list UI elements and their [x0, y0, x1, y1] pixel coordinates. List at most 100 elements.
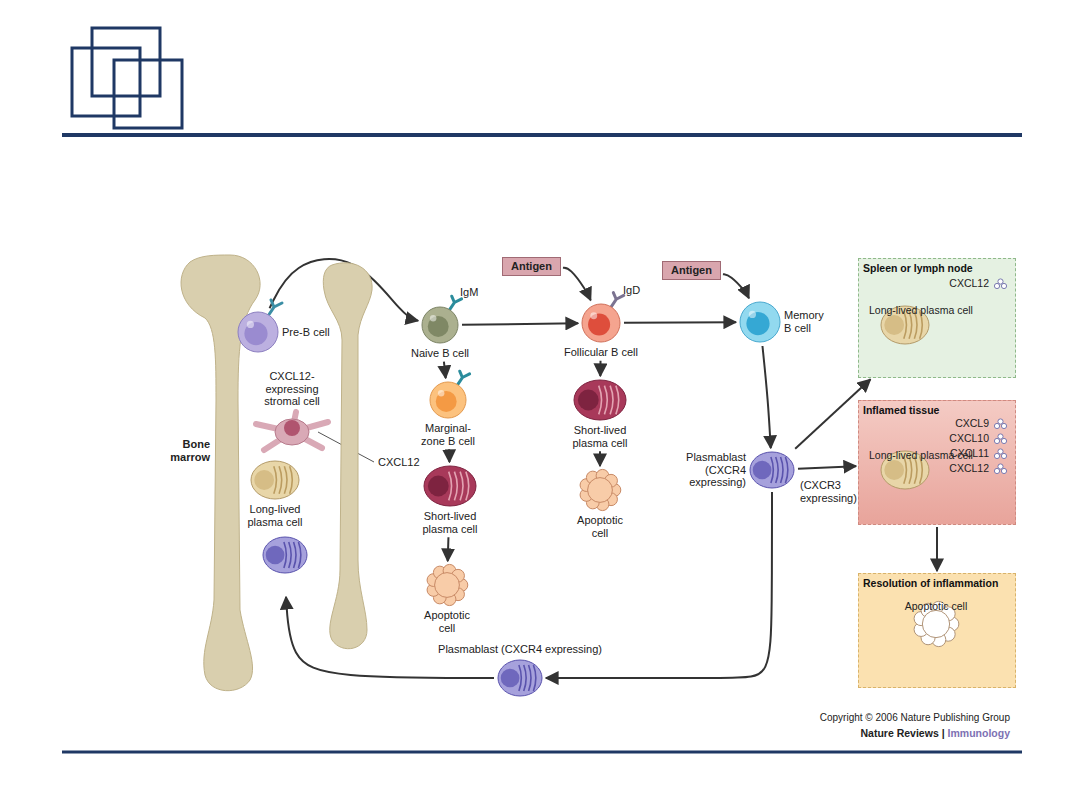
cell-drawing: [430, 371, 470, 418]
apoptotic-cell: Apoptotic cell: [572, 468, 628, 539]
arrow-connector: [599, 451, 601, 466]
cell-shape: [428, 380, 468, 420]
cell-shape: [496, 658, 544, 698]
cell-shape: [738, 300, 782, 344]
cell-label: Apoptotic cell: [572, 514, 628, 539]
cell-label: Marginal- zone B cell: [417, 422, 479, 447]
cell-label: Apoptotic cell: [905, 600, 967, 612]
cell-shape: [252, 410, 332, 454]
chemokine-icon: [992, 278, 1010, 290]
plasmablast: Plasmablast (CXCR4 expressing): [674, 450, 796, 490]
inflamed-tissue-panel: Inflamed tissueCXCL9CXCL10CXCL11CXCL12Lo…: [858, 400, 1016, 525]
cell-shape: [748, 450, 796, 490]
stromal-cell: CXCL12- expressing stromal cell: [246, 370, 338, 454]
naive-b-cell: Naive B cell: [411, 305, 469, 360]
cell-label: Plasmablast (CXCR4 expressing): [674, 451, 746, 489]
chemokine-icon: [992, 448, 1010, 460]
antigen-box: Antigen: [502, 257, 561, 276]
cell-drawing: [424, 466, 476, 506]
diagram-label: (CXCR3 expressing): [800, 479, 862, 504]
credit-line: Immunology: [948, 727, 1010, 739]
cell-label: Pre-B cell: [282, 326, 330, 339]
short-lived-plasma-cell: Short-lived plasma cell: [568, 378, 632, 449]
arrow-connector: [624, 321, 736, 324]
arrow-connector: [286, 597, 494, 678]
logo-square: [114, 60, 182, 128]
arrow-connector: [563, 268, 591, 300]
logo-square: [92, 28, 160, 96]
cell-shape: [578, 468, 622, 512]
bone-label: Bone marrow: [162, 438, 210, 463]
cell-drawing: [256, 412, 328, 450]
long-lived-plasma-cell: Long-lived plasma cell: [879, 449, 931, 491]
arrow-connector: [798, 466, 856, 469]
antigen-box: Antigen: [662, 261, 721, 280]
cell-shape: [422, 464, 478, 508]
cell-label: Long-lived plasma cell: [869, 304, 941, 316]
cell-drawing: [750, 452, 794, 488]
cell-label: Memory B cell: [784, 309, 832, 334]
short-lived-plasma-cell: Short-lived plasma cell: [418, 464, 482, 535]
chemokine-label: CXCL12: [949, 462, 989, 474]
cell-label: Plasmablast (CXCR4 expressing): [438, 643, 602, 656]
arrow-connector: [462, 323, 578, 324]
cell-label: Naive B cell: [411, 347, 469, 360]
chemokine-label: CXCL12: [949, 277, 989, 289]
box-label: Antigen: [671, 264, 712, 277]
chemokine-label: CXCL11: [950, 447, 989, 459]
apoptotic-cell: Apoptotic cell: [912, 600, 960, 648]
memory-b-cell: Memory B cell: [738, 300, 832, 344]
cell-drawing: [422, 296, 462, 343]
cell-drawing: [238, 300, 282, 352]
header-rule: [62, 133, 1022, 137]
cell-shape: [580, 302, 622, 344]
cell-drawing: [498, 660, 542, 696]
diagram-label: IgM: [460, 286, 478, 299]
arrow-connector: [444, 362, 446, 378]
bone-marrow: Bone marrowPre-B cellCXCL12- expressing …: [175, 250, 375, 595]
resolution-panel: Resolution of inflammationApoptotic cell: [858, 573, 1016, 688]
arrow-connector: [599, 361, 601, 376]
arrow-connector: [448, 449, 450, 462]
cell-shape: [425, 563, 469, 607]
chemokine-icon: [992, 433, 1010, 445]
long-lived-plasma-cell: Long-lived plasma cell: [239, 459, 311, 528]
apoptotic-cell: Apoptotic cell: [419, 563, 475, 634]
diagram-label: CXCL12: [378, 456, 420, 469]
cell-shape: [249, 459, 301, 501]
diagram-label: IgD: [623, 284, 640, 297]
cell-drawing: [427, 564, 468, 605]
arrow-connector: [723, 274, 749, 298]
cell-label: Apoptotic cell: [419, 609, 475, 634]
cell-label: Short-lived plasma cell: [568, 424, 632, 449]
cell-shape: [236, 310, 280, 354]
cell-label: Follicular B cell: [564, 346, 638, 359]
chemokine-label: CXCL9: [955, 417, 989, 429]
chemokine-icon: [992, 463, 1010, 475]
cell-drawing: [574, 380, 626, 420]
cell-shape: [572, 378, 628, 422]
panel-heading: Resolution of inflammation: [863, 577, 998, 589]
cell-label: Long-lived plasma cell: [239, 503, 311, 528]
arrow-connector: [762, 346, 770, 448]
cell-drawing: [251, 461, 299, 499]
panel-heading: Inflamed tissue: [863, 404, 939, 416]
logo-square: [72, 48, 140, 116]
credit-line: Nature Reviews |: [861, 727, 945, 739]
spleen-panel: Spleen or lymph nodeCXCL12Long-lived pla…: [858, 258, 1016, 378]
arrow-connector: [936, 527, 938, 571]
footer-rule: [62, 751, 1022, 754]
cell-shape: [420, 305, 460, 345]
cell-label: Short-lived plasma cell: [418, 510, 482, 535]
chemokine-icon: [992, 418, 1010, 430]
cell-label: Long-lived plasma cell: [869, 449, 941, 461]
cell-drawing: [740, 302, 780, 342]
credit-line: Copyright © 2006 Nature Publishing Group: [820, 712, 1010, 724]
arrow-connector: [447, 537, 450, 561]
panel-heading: Spleen or lymph node: [863, 262, 973, 274]
cell-drawing: [263, 537, 307, 573]
cell-drawing: [580, 469, 621, 510]
box-label: Antigen: [511, 260, 552, 273]
pre-b-cell: Pre-B cell: [236, 310, 330, 354]
cell-drawing: [582, 293, 624, 342]
